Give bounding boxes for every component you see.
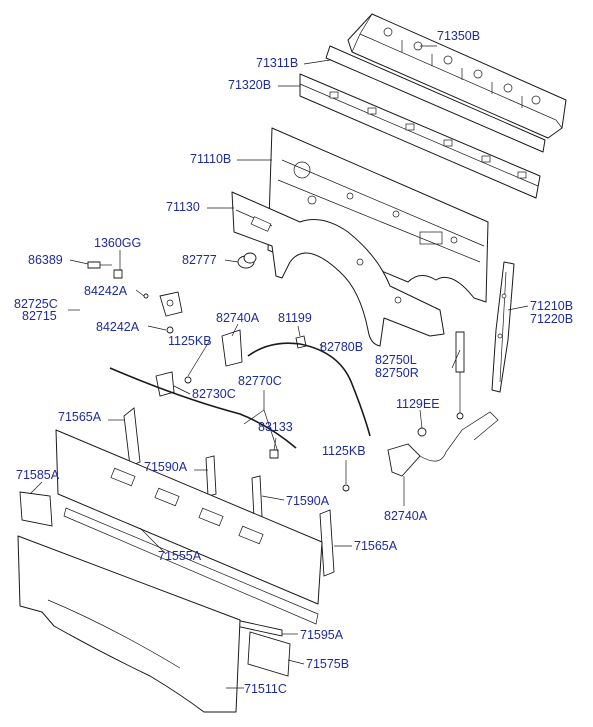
label-84242a-1[interactable]: 84242A <box>84 284 128 298</box>
part-1125kb-bolt-right[interactable] <box>342 484 350 492</box>
label-82750l[interactable]: 82750L <box>375 353 417 367</box>
part-83133-clip[interactable] <box>269 449 279 459</box>
label-82777[interactable]: 82777 <box>182 253 217 267</box>
label-82750r[interactable]: 82750R <box>375 366 419 380</box>
label-82740a-1[interactable]: 82740A <box>216 311 260 325</box>
part-82780b-cable[interactable] <box>247 342 371 437</box>
part-86389-bolt[interactable] <box>87 261 112 269</box>
label-81199[interactable]: 81199 <box>278 311 312 325</box>
label-71555a[interactable]: 71555A <box>158 549 202 563</box>
part-71130-lower-panel[interactable] <box>231 191 445 347</box>
part-82740a-hinge-left[interactable] <box>155 329 243 397</box>
label-82715[interactable]: 82715 <box>22 309 57 323</box>
label-71590a-2[interactable]: 71590A <box>286 494 330 508</box>
part-71575b-cap[interactable] <box>247 631 291 677</box>
label-82725c[interactable]: 82725C <box>14 297 58 311</box>
part-82740a-hinge-right[interactable] <box>387 411 499 477</box>
part-71555a-inner-panel[interactable] <box>55 429 323 625</box>
label-82780b[interactable]: 82780B <box>320 340 364 354</box>
part-1360gg-nut[interactable] <box>113 269 123 279</box>
label-71320b[interactable]: 71320B <box>228 78 272 92</box>
label-1360gg[interactable]: 1360GG <box>94 236 142 250</box>
label-71210b[interactable]: 71210B <box>530 299 574 313</box>
part-71511c-outer-skin[interactable] <box>17 535 241 713</box>
label-71350b[interactable]: 71350B <box>437 29 481 43</box>
part-82750-strut[interactable] <box>455 331 465 420</box>
label-71575b[interactable]: 71575B <box>306 657 350 671</box>
part-71210b-pillar[interactable] <box>491 261 515 393</box>
part-71590a-bracket-2[interactable] <box>251 475 263 519</box>
part-71311b-71320b-rails[interactable] <box>299 45 546 199</box>
label-71565a-2[interactable]: 71565A <box>354 539 398 553</box>
part-1129ee-bolt[interactable] <box>417 427 427 437</box>
part-71565a-bracket-left[interactable] <box>123 407 141 467</box>
part-71350b-roof-rail[interactable] <box>347 13 567 139</box>
label-1125kb-1[interactable]: 1125KB <box>168 334 212 348</box>
label-84242a-2[interactable]: 84242A <box>96 320 140 334</box>
label-71565a-1[interactable]: 71565A <box>58 410 102 424</box>
part-82770c-cable[interactable] <box>109 367 297 449</box>
label-71110b[interactable]: 71110B <box>190 152 232 166</box>
part-71590a-bracket-1[interactable] <box>205 455 217 497</box>
label-82770c[interactable]: 82770C <box>238 374 282 388</box>
label-71311b[interactable]: 71311B <box>256 56 299 70</box>
label-71585a[interactable]: 71585A <box>16 468 60 482</box>
part-82725c-bracket[interactable] <box>159 291 183 317</box>
leader-lines <box>29 45 529 689</box>
label-86389[interactable]: 86389 <box>28 253 63 267</box>
label-71511c[interactable]: 71511C <box>244 682 287 696</box>
part-71595a-strip[interactable] <box>235 619 283 637</box>
label-71220b[interactable]: 71220B <box>530 312 574 326</box>
label-1129ee[interactable]: 1129EE <box>396 397 440 411</box>
label-82730c[interactable]: 82730C <box>192 387 236 401</box>
label-71590a-1[interactable]: 71590A <box>144 460 188 474</box>
label-82740a-2[interactable]: 82740A <box>384 509 428 523</box>
label-71595a[interactable]: 71595A <box>300 628 344 642</box>
part-81199-clip[interactable] <box>295 335 307 349</box>
part-71565a-bracket-right[interactable] <box>319 509 335 577</box>
part-82777-plug[interactable] <box>237 252 257 269</box>
label-83133[interactable]: 83133 <box>258 420 293 434</box>
label-1125kb-2[interactable]: 1125KB <box>322 444 366 458</box>
part-71585a-cap[interactable] <box>19 491 53 527</box>
part-1125kb-bolt-left[interactable] <box>184 376 192 384</box>
label-71130[interactable]: 71130 <box>166 200 200 214</box>
